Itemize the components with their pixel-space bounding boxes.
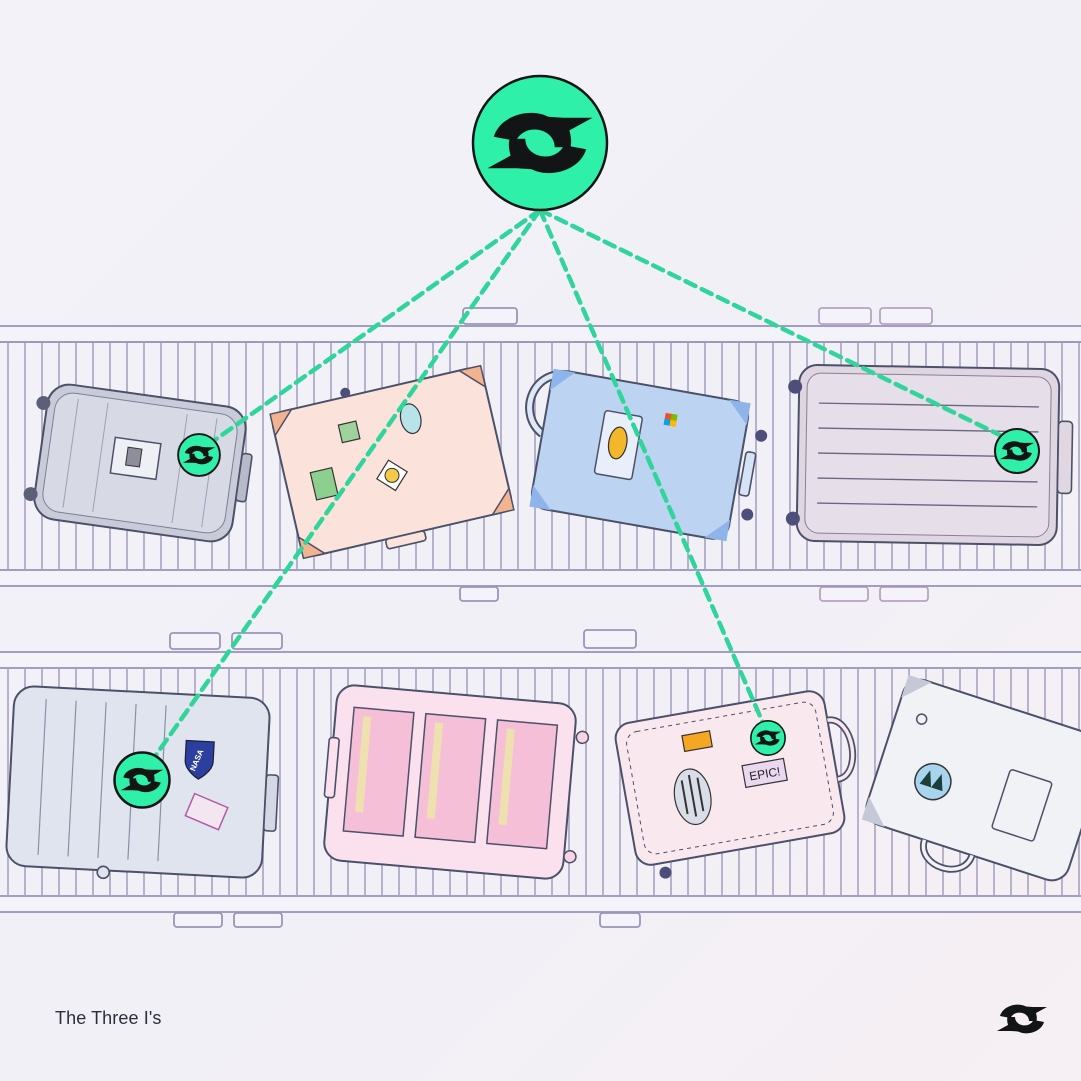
connector-lines	[141, 207, 1013, 775]
light-pink-suitcase: EPIC!	[614, 690, 857, 879]
sync-logo-icon	[751, 721, 785, 755]
sync-logo-icon	[995, 429, 1039, 473]
connector-line	[141, 207, 543, 775]
gray-suitcase	[23, 383, 253, 543]
sync-logo-icon	[178, 434, 220, 476]
epic-sticker-text: EPIC!	[748, 764, 781, 783]
peach-suitcase	[269, 364, 515, 560]
connector-line	[537, 207, 769, 733]
sync-logo-icon	[471, 74, 609, 212]
connector-line	[209, 207, 543, 445]
white-suitcase	[861, 674, 1081, 882]
caption-text: The Three I's	[55, 1008, 162, 1028]
sync-logo-icon	[115, 753, 170, 808]
blue-suitcase	[525, 368, 768, 542]
mauve-suitcase	[785, 364, 1074, 546]
connector-line	[537, 207, 1013, 443]
sync-logo-icon	[997, 1004, 1047, 1034]
pink-suitcase	[323, 684, 590, 880]
